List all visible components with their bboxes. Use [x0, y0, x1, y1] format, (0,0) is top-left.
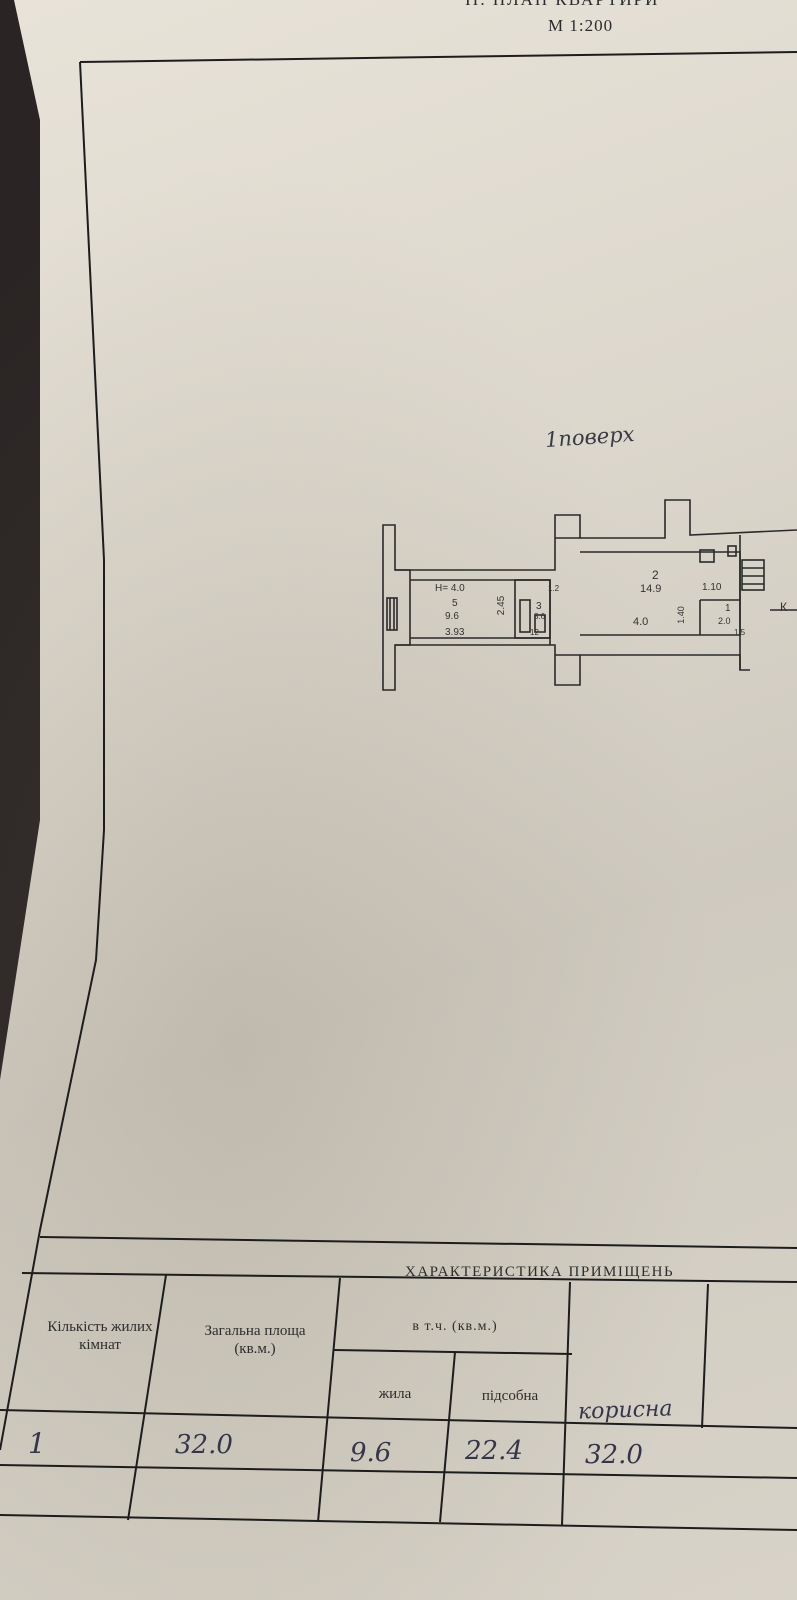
table-title: ХАРАКТЕРИСТИКА ПРИМІЩЕНЬ [405, 1264, 675, 1280]
frame-left-line [0, 61, 105, 1451]
room-2-number: 2 [652, 568, 659, 582]
cell-rooms: 1 [28, 1427, 46, 1460]
cell-aux: 22.4 [465, 1436, 523, 1466]
room-3-dim: 1.2 [548, 584, 560, 593]
table-bottom-line [0, 1514, 797, 1531]
col-header-living: жила [378, 1386, 412, 1402]
cell-total: 32.0 [175, 1430, 233, 1460]
table-incl-split [439, 1351, 456, 1523]
col-header-useful: корисна [577, 1396, 673, 1425]
room-1-number: 1 [725, 603, 731, 614]
table-col-4 [701, 1283, 709, 1429]
col-header-rooms: Кількість жилих кімнат [47, 1319, 153, 1353]
table-col-1 [127, 1274, 167, 1521]
cell-living: 9.6 [350, 1438, 392, 1468]
room-2-dim-b: 1.40 [675, 606, 686, 624]
room-3-area: 3.6 [534, 612, 546, 621]
room-5-depth: 2.45 [496, 595, 508, 616]
room-5-width: 3.93 [445, 627, 465, 638]
room-2-area: 14.9 [640, 583, 662, 595]
room-1-area: 2.0 [718, 616, 731, 626]
col-header-aux: підсобна [481, 1388, 539, 1404]
room-5-number: 5 [452, 598, 458, 609]
table-sub-line [0, 1464, 797, 1479]
room-5-area: 9.6 [445, 611, 459, 622]
table-col-2 [317, 1277, 341, 1523]
edge-letter: К [780, 600, 787, 614]
table-incl-line [333, 1349, 573, 1355]
table-top-line [39, 1236, 797, 1249]
frame-top-line [79, 51, 797, 63]
table-row-line [0, 1409, 797, 1429]
room-1-dim: 1.5 [734, 628, 746, 637]
room-2-dim-a: 1.10 [702, 582, 722, 593]
floor-plan [382, 499, 797, 691]
col-header-total: Загальна площа (кв.м.) [204, 1323, 306, 1357]
cell-useful: 32.0 [585, 1440, 643, 1470]
plan-title: II. ПЛАН КВАРТИРИ [465, 0, 659, 10]
room-2-width: 4.0 [633, 616, 649, 628]
room-3-extra: 12 [530, 628, 539, 637]
room-3-number: 3 [536, 601, 542, 612]
table-header-line [21, 1272, 797, 1283]
table-col-3 [561, 1281, 571, 1526]
col-header-incl: в т.ч. (кв.м.) [412, 1319, 498, 1334]
room-5-height: Н= 4.0 [435, 583, 465, 594]
plan-scale: М 1:200 [548, 16, 614, 35]
